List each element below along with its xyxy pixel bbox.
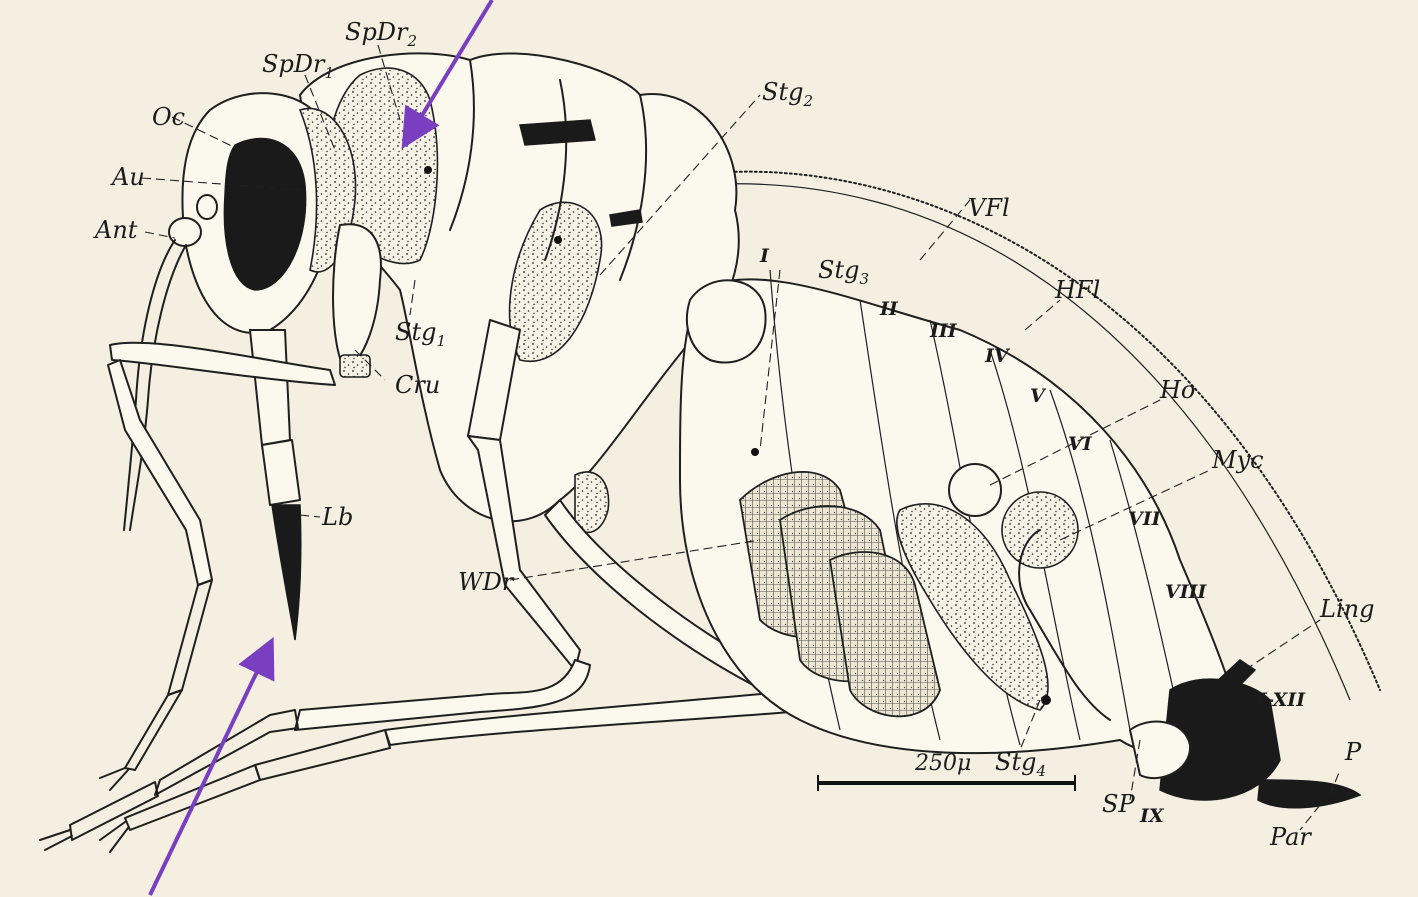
- label-myc: Myc: [1211, 446, 1264, 474]
- label-spdr2: SpDr2: [345, 18, 417, 50]
- label-x-xii: X-XII: [1251, 689, 1306, 711]
- label-spdr1: SpDr1: [262, 50, 334, 82]
- label-ling: Ling: [1319, 595, 1374, 623]
- label-oc: Oc: [152, 103, 185, 131]
- segment-label: VII: [1128, 508, 1162, 530]
- label-cru: Cru: [395, 371, 440, 399]
- segment-label: II: [879, 298, 899, 320]
- segment-label: VI: [1068, 433, 1093, 455]
- label-p: P: [1344, 738, 1362, 766]
- label-lb: Lb: [321, 503, 353, 531]
- label-ix: IX: [1139, 805, 1165, 827]
- segment-label: V: [1030, 385, 1047, 407]
- label-ho: Ho: [1159, 376, 1195, 404]
- label-par: Par: [1269, 823, 1312, 851]
- label-au: Au: [110, 163, 145, 191]
- label-stg4: Stg4: [995, 748, 1046, 780]
- label-wdr: WDr: [458, 568, 515, 596]
- segment-label: VIII: [1165, 581, 1208, 603]
- label-hfl: HFl: [1054, 276, 1100, 304]
- label-ant: Ant: [93, 216, 138, 244]
- segment-label: III: [929, 320, 958, 342]
- head: [169, 93, 356, 333]
- label-vfl: VFl: [968, 194, 1010, 222]
- label-sp: SP: [1102, 790, 1135, 818]
- label-stg3: Stg3: [818, 256, 869, 288]
- segment-label: I: [759, 245, 770, 267]
- scale-bar-label: 250μ: [914, 751, 971, 776]
- label-stg2: Stg2: [762, 78, 813, 110]
- segment-label: IV: [984, 345, 1011, 367]
